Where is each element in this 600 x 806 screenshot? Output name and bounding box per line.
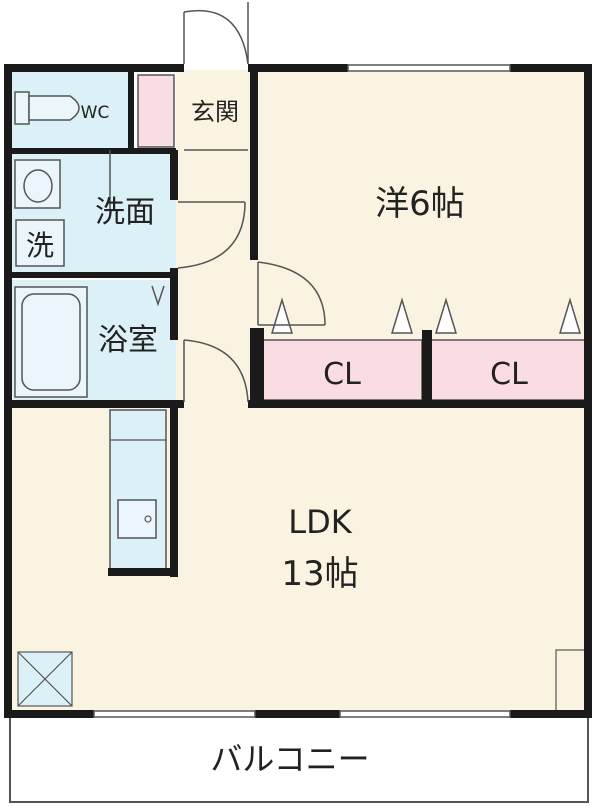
balcony-area [9, 713, 589, 803]
genkan-label: 玄関 [191, 98, 239, 126]
washroom-label: 洗面 [95, 195, 155, 230]
sink-drain [144, 515, 152, 523]
toilet-icon [14, 91, 80, 125]
ldk-name-label: LDK [288, 503, 352, 541]
closet-2-label: CL [490, 357, 528, 392]
windows [93, 64, 511, 718]
washing-machine-spot [15, 219, 65, 267]
fridge-spot [17, 651, 73, 707]
wash-basin-icon [14, 159, 61, 209]
wc-label: WC [81, 103, 110, 123]
sink [117, 499, 157, 539]
closet-1-label: CL [323, 357, 361, 392]
wash-station-label: 洗 [26, 229, 54, 262]
closet-door-marks [270, 297, 582, 334]
ldk-floor [10, 405, 588, 715]
western-room-label: 洋6帖 [375, 184, 465, 224]
bathtub-icon [14, 286, 88, 398]
bathroom-label: 浴室 [98, 323, 158, 358]
balcony-label: バルコニー [210, 740, 369, 778]
ldk-size-label: 13帖 [281, 554, 358, 594]
doors [109, 2, 326, 403]
kitchen-counter [109, 409, 167, 571]
walls [4, 64, 592, 718]
genkan-floor [176, 70, 255, 150]
hallway-floor [176, 150, 255, 405]
shoe-cabinet [137, 74, 175, 148]
